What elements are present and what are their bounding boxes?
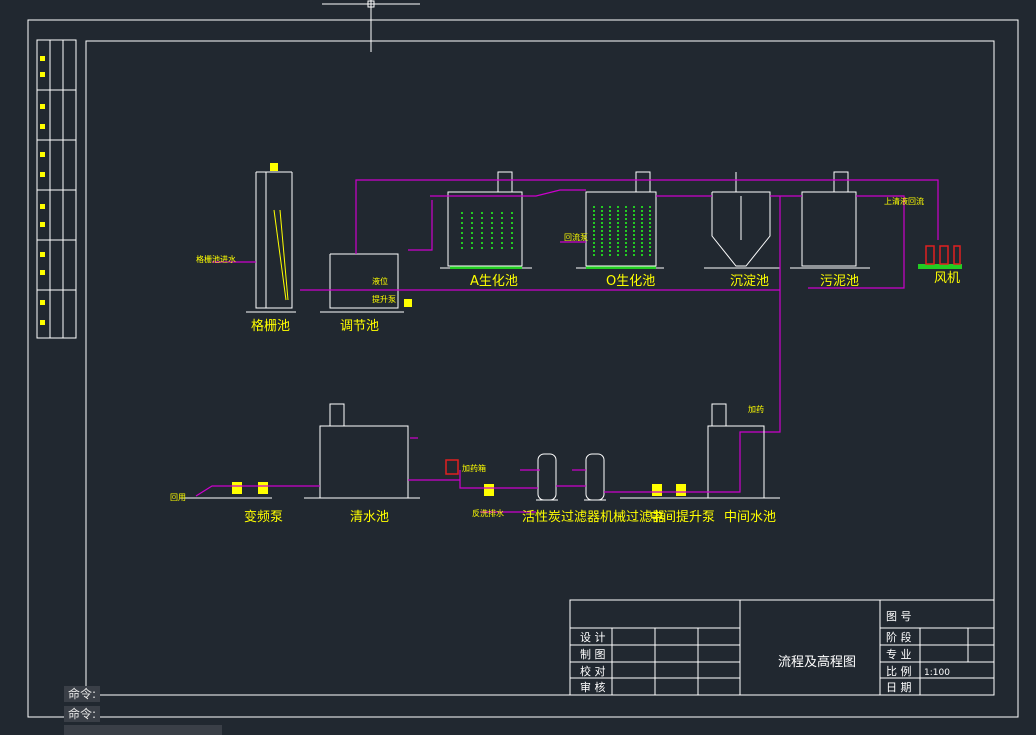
note-inflow: 格栅池进水 [196,254,236,264]
label-anoxic-tank: A生化池 [470,274,518,289]
label-filters: 活性炭过滤器机械过滤器 [522,510,665,525]
tb-left-3: 审 核 [580,680,606,694]
label-sludge-tank: 污泥池 [820,274,859,289]
label-blower: 风机 [934,271,960,286]
tb-right-2: 专 业 [886,647,912,661]
anoxic-tank [447,171,523,267]
anoxic-media [461,212,513,252]
tb-right-0: 图 号 [886,610,912,623]
tb-left-1: 制 图 [580,648,606,661]
left-margin-marks [40,56,45,325]
sedimentation-tank [711,172,771,267]
filter-vessels [536,453,606,501]
command-line-history-1: 命令: [64,686,101,702]
command-line-input[interactable] [64,725,222,735]
label-equalization-tank: 调节池 [340,319,379,334]
tb-right-1: 阶 段 [886,630,912,644]
note-lift: 提升泵 [372,294,396,304]
middle-water-tank [707,403,765,499]
pipes-bottom [195,431,760,513]
equalization-pump-icon [404,299,412,307]
pump-icons-bottom [232,482,686,496]
blower-unit [925,245,961,265]
clear-water-tank [319,403,409,499]
aerobic-tank [585,171,657,267]
screen-equipment-icon [270,163,278,171]
label-clear-tank: 清水池 [350,510,389,525]
label-mid-tank: 中间水池 [724,510,776,525]
tb-left-0: 设 计 [580,631,606,644]
aerobic-media [593,206,651,256]
sludge-tank [801,171,857,267]
note-backwash: 反洗排水 [472,508,504,518]
note-dosing: 加药箱 [462,463,486,473]
label-mid-pump: 中间提升泵 [650,509,715,525]
tb-right-4: 日 期 [886,681,912,694]
left-margin-table [36,39,77,339]
inner-frame [85,40,995,696]
label-aerobic-tank: O生化池 [606,274,655,289]
note-return-sludge: 回流泵 [564,232,588,242]
tb-right-3: 比 例 [886,664,912,678]
screen-tank [255,171,293,309]
note-level: 液位 [372,276,388,286]
crosshair-cursor-icon [322,0,420,52]
label-sedimentation-tank: 沉淀池 [730,274,769,289]
note-reuse: 回用 [170,493,186,502]
scale-value: 1:100 [924,668,950,678]
note-dosing2: 加药 [748,404,764,414]
outer-frame [27,19,1019,718]
title-block-grid [569,599,995,696]
command-line-history-2: 命令: [64,706,101,722]
pipes-top [212,179,939,433]
drawing-title: 流程及高程图 [778,654,856,670]
label-screen-tank: 格栅池 [251,318,290,334]
dosing-tank-icon [445,459,459,475]
note-supernatant: 上清液回流 [884,196,924,206]
tb-left-2: 校 对 [580,664,606,678]
grass-strips-top [450,264,962,269]
label-vfd-pump: 变频泵 [244,509,283,525]
